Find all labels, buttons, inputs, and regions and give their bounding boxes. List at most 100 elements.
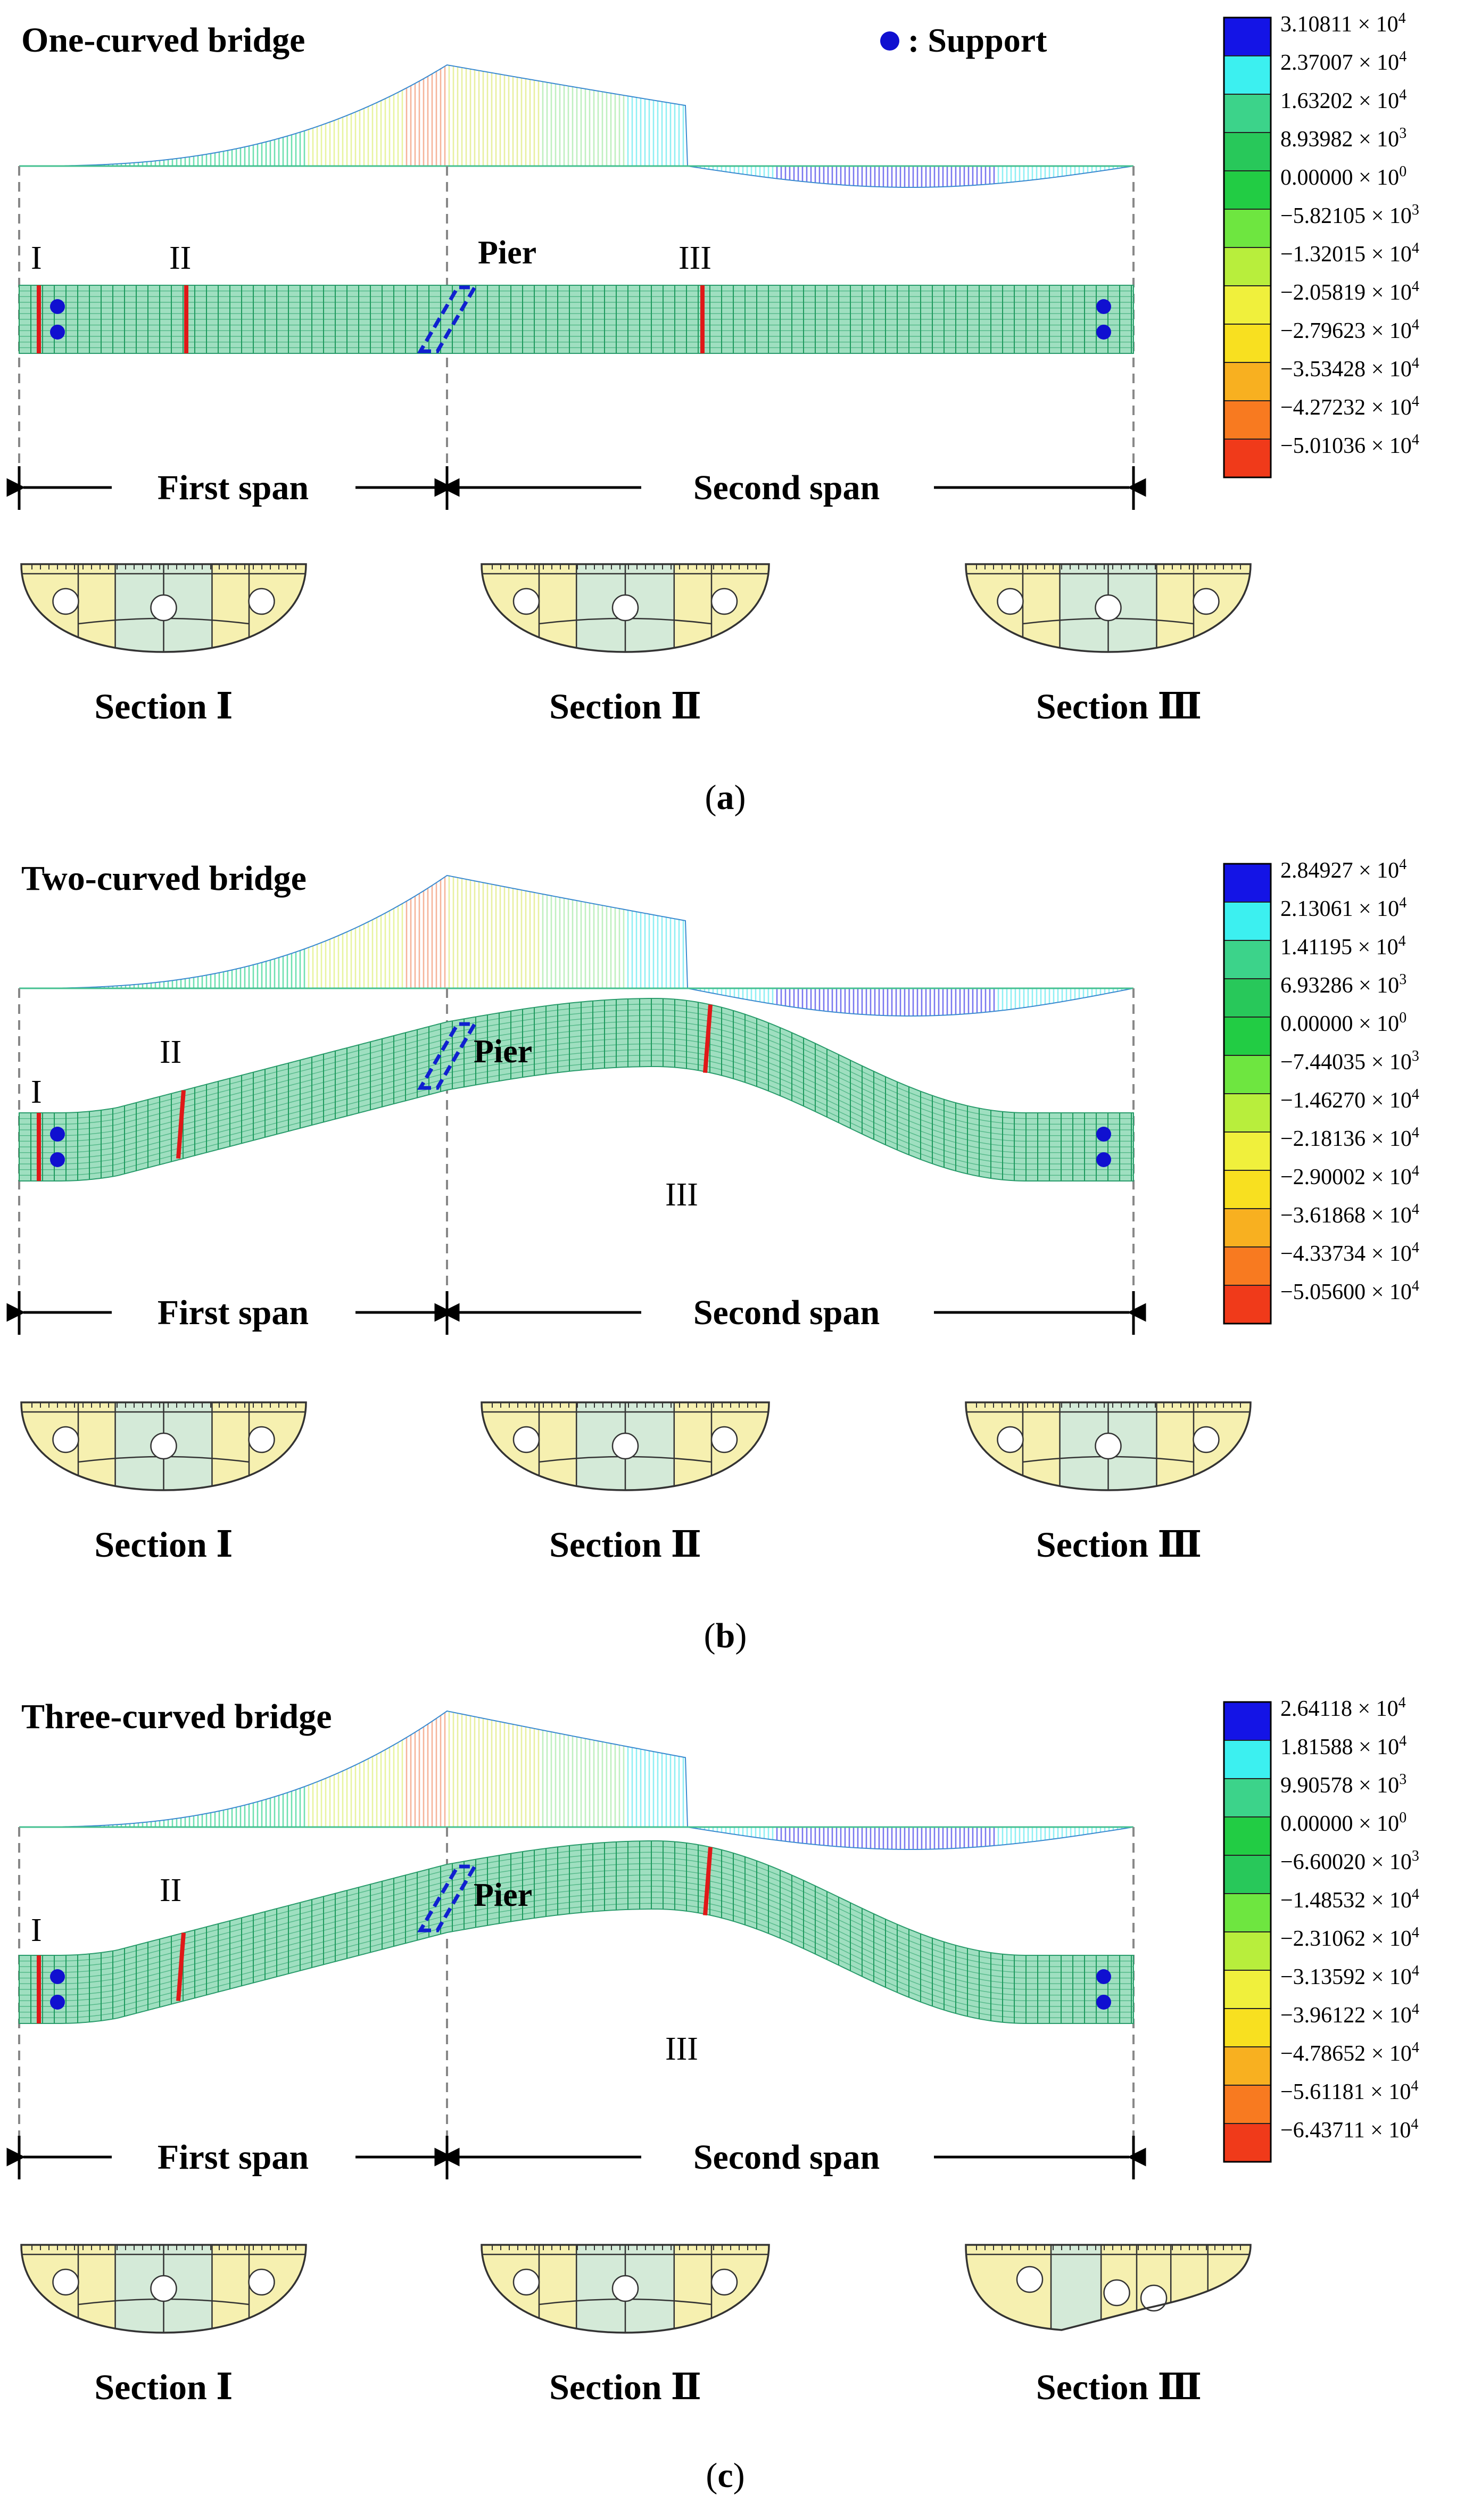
- legend-base: × 10: [1366, 434, 1412, 458]
- legend-swatch: [1223, 132, 1271, 171]
- legend-base: × 10: [1366, 1280, 1412, 1304]
- legend-value: −4.33734 × 104: [1280, 1240, 1419, 1266]
- legend-exponent: 4: [1412, 1240, 1419, 1256]
- deck-long-line: [19, 1869, 1133, 1985]
- legend-base: × 10: [1353, 51, 1400, 75]
- section-hole: [52, 588, 79, 615]
- section-outline: [20, 1401, 307, 1491]
- legend-base: × 10: [1366, 1850, 1412, 1874]
- legend-value: −5.82105 × 103: [1280, 202, 1419, 228]
- deck-long-line: [19, 1903, 1133, 2019]
- deck-long-line: [19, 1874, 1133, 1990]
- legend-exponent: 4: [1412, 1924, 1419, 1941]
- cross-section-2: [481, 2244, 770, 2334]
- legend-value: 0.00000 × 100: [1280, 163, 1406, 190]
- section-hole: [512, 2268, 540, 2296]
- legend-base: × 10: [1366, 395, 1412, 420]
- legend-swatch: [1223, 1131, 1271, 1171]
- section-hole: [611, 2275, 639, 2302]
- label-section-III: III: [665, 1177, 698, 1213]
- legend-mantissa: 9.90578: [1280, 1773, 1353, 1798]
- cross-section-3: [965, 563, 1252, 653]
- legend-exponent: 4: [1412, 355, 1419, 371]
- deck-long-line: [19, 1891, 1133, 2007]
- support-dot: [50, 325, 65, 340]
- legend-mantissa: −3.53428: [1280, 357, 1366, 382]
- legend-mantissa: 8.93982: [1280, 127, 1353, 152]
- legend-exponent: 4: [1412, 1201, 1419, 1218]
- legend-exponent: 3: [1412, 1048, 1419, 1064]
- legend-base: × 10: [1353, 973, 1400, 998]
- deck-long-line: [19, 1032, 1133, 1147]
- caption-paren-close: ): [735, 1616, 747, 1655]
- section-hole: [1193, 1426, 1220, 1453]
- legend-value: 8.93982 × 103: [1280, 125, 1406, 152]
- legend-value: −2.05819 × 104: [1280, 278, 1419, 305]
- support-dot: [50, 1127, 65, 1142]
- section-hole: [1016, 2266, 1044, 2293]
- section-hole: [1103, 2279, 1130, 2307]
- legend-mantissa: −3.13592: [1280, 1965, 1366, 1989]
- legend-exponent: 4: [1412, 1125, 1419, 1141]
- legend-value: −2.31062 × 104: [1280, 1924, 1419, 1951]
- support-legend-dot: [880, 31, 899, 51]
- cross-section-2: [481, 1401, 770, 1491]
- legend-swatch: [1223, 1170, 1271, 1209]
- legend-value: 3.10811 × 104: [1280, 10, 1406, 37]
- legend-base: × 10: [1353, 858, 1400, 883]
- stress-curve: [19, 874, 1133, 1017]
- legend-exponent: 4: [1399, 48, 1406, 65]
- legend-swatch: [1223, 362, 1271, 401]
- caption-paren-close: ): [734, 778, 746, 817]
- section-outline: [481, 2244, 770, 2334]
- deck-long-line: [19, 1043, 1133, 1159]
- section-label-1: Section Ⅰ: [94, 1524, 233, 1565]
- legend-exponent: 4: [1412, 278, 1419, 295]
- bridge-deck-mesh: [19, 285, 1134, 354]
- legend-base: × 10: [1353, 897, 1400, 921]
- cross-section-1: [20, 2244, 307, 2334]
- pier-outline: [417, 1022, 478, 1090]
- legend-swatch: [1223, 2123, 1271, 2162]
- legend-swatch: [1223, 978, 1271, 1018]
- deck-long-line: [19, 1880, 1133, 1996]
- legend-swatch: [1223, 2046, 1271, 2086]
- stress-distribution-diagram: [19, 1710, 1133, 1850]
- legend-value: 0.00000 × 100: [1280, 1810, 1406, 1836]
- second-span-label: Second span: [693, 1293, 880, 1332]
- legend-base: × 10: [1353, 1773, 1400, 1798]
- legend-exponent: 4: [1412, 1086, 1419, 1103]
- legend-value: 2.13061 × 104: [1280, 895, 1406, 921]
- section-hole: [512, 1426, 540, 1453]
- legend-border: [1223, 863, 1272, 1325]
- legend-swatch: [1223, 1285, 1271, 1324]
- deck-long-line: [19, 1009, 1133, 1125]
- first-span-label: First span: [158, 2138, 309, 2177]
- legend-exponent: 4: [1398, 1695, 1406, 1711]
- second-span-label: Second span: [693, 2138, 880, 2177]
- legend-mantissa: −1.48532: [1280, 1888, 1366, 1913]
- support-dot: [1096, 1995, 1111, 2010]
- legend-base: × 10: [1366, 2003, 1412, 2028]
- legend-base: × 10: [1352, 12, 1398, 37]
- label-pier: Pier: [474, 1877, 532, 1913]
- legend-swatch: [1223, 1778, 1271, 1817]
- support-dot: [50, 1995, 65, 2010]
- section-hole: [710, 2268, 738, 2296]
- legend-value: −2.90002 × 104: [1280, 1163, 1419, 1189]
- legend-mantissa: −2.18136: [1280, 1127, 1366, 1151]
- legend-swatch: [1223, 209, 1271, 248]
- legend-value: 9.90578 × 103: [1280, 1771, 1406, 1798]
- section-label-1: Section Ⅰ: [94, 686, 233, 726]
- section-hole: [611, 1432, 639, 1460]
- legend-swatch: [1223, 1208, 1271, 1247]
- legend-swatch: [1223, 940, 1271, 979]
- legend-value: −3.96122 × 104: [1280, 2001, 1419, 2028]
- support-dot: [50, 1969, 65, 1984]
- legend-base: × 10: [1366, 2042, 1412, 2066]
- label-section-II: II: [169, 240, 191, 276]
- support-dot: [1096, 299, 1111, 314]
- legend-swatch: [1223, 285, 1271, 325]
